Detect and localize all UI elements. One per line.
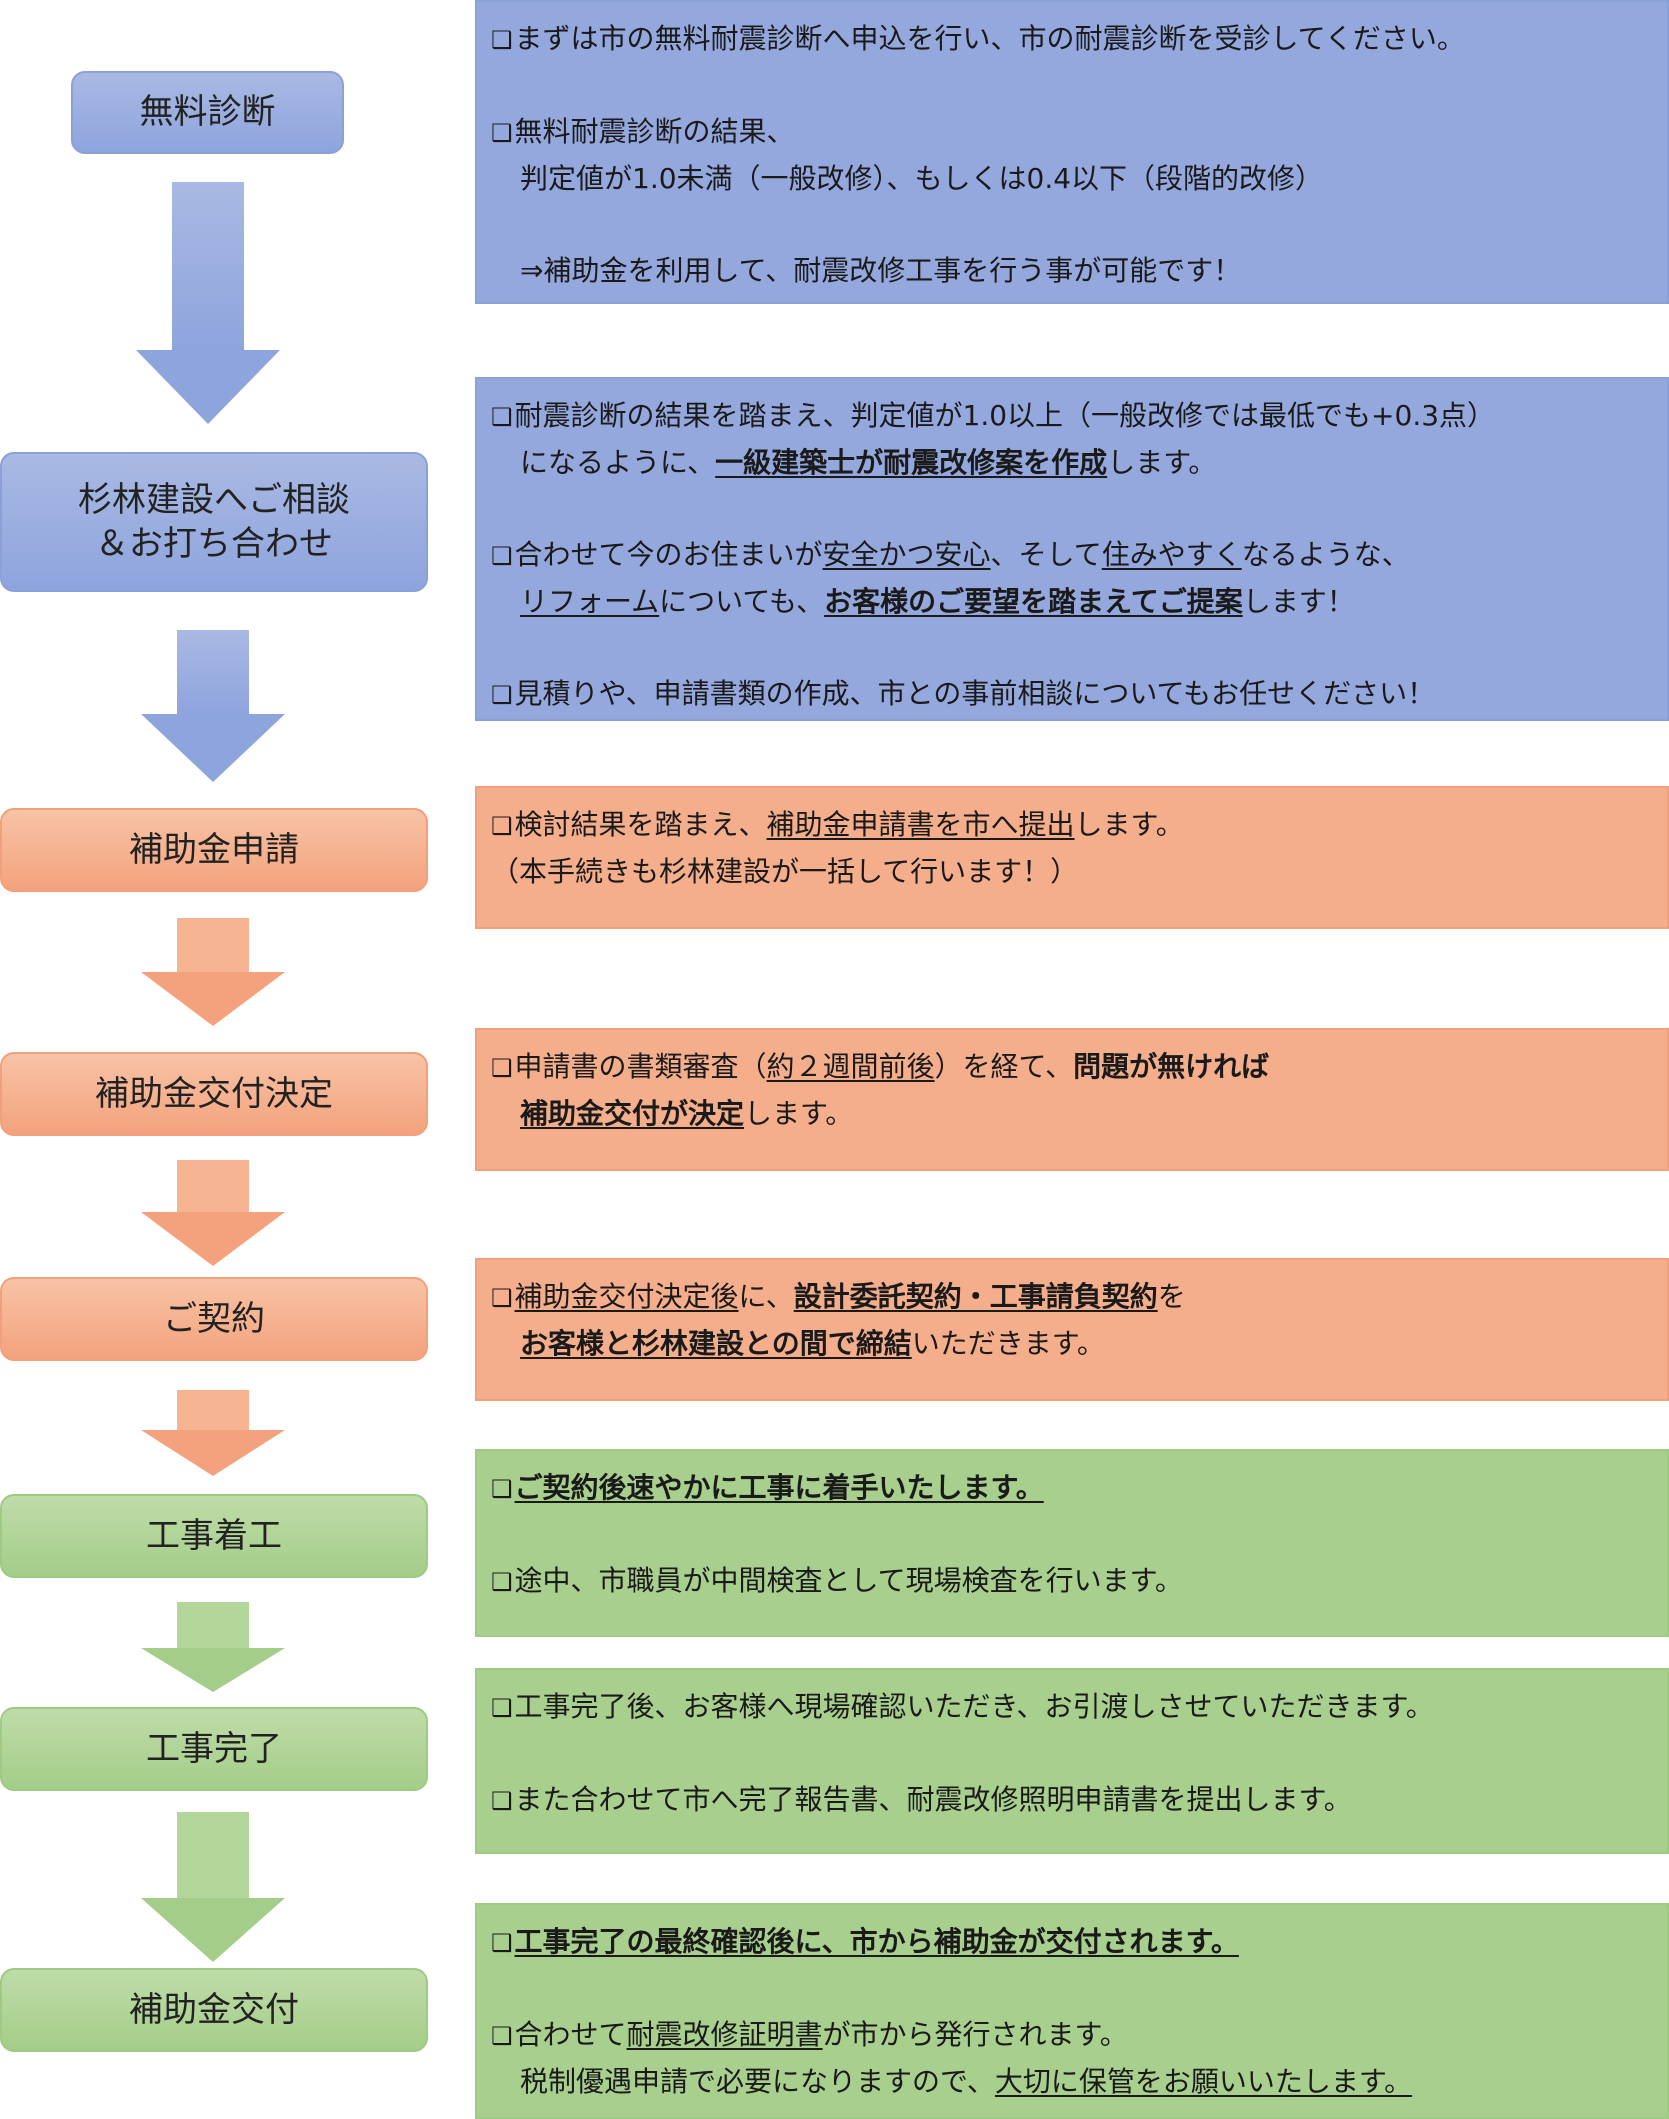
panel-subsidy-application: ❑検討結果を踏まえ、補助金申請書を市へ提出します。 （本手続きも杉林建設が一括し… <box>475 786 1669 929</box>
panel-construction-start: ❑ご契約後速やかに工事に着手いたします。 ❑途中、市職員が中間検査として現場検査… <box>475 1449 1669 1637</box>
list-item: ⇒補助金を利用して、耐震改修工事を行う事が可能です！ <box>520 254 1242 287</box>
step-construction-complete: 工事完了 <box>0 1707 428 1791</box>
down-arrow-icon <box>141 1812 285 1962</box>
list-item: ❑申請書の書類審査（約２週間前後）を経て、問題が無ければ <box>491 1050 1270 1083</box>
list-item: ❑見積りや、申請書類の作成、市との事前相談についてもお任せください！ <box>491 677 1436 710</box>
panel-consultation: ❑耐震診断の結果を踏まえ、判定値が1.0以上（一般改修では最低でも+0.3点） … <box>475 377 1669 721</box>
down-arrow-icon <box>136 182 280 424</box>
panel-free-diagnosis: ❑まずは市の無料耐震診断へ申込を行い、市の耐震診断を受診してください。 ❑無料耐… <box>475 0 1669 304</box>
checkbox-icon: ❑ <box>491 1568 513 1596</box>
checkbox-icon: ❑ <box>491 1054 513 1082</box>
list-item: ❑まずは市の無料耐震診断へ申込を行い、市の耐震診断を受診してください。 <box>491 22 1465 55</box>
checkbox-icon: ❑ <box>491 1284 513 1312</box>
step-subsidy-grant: 補助金交付 <box>0 1968 428 2052</box>
list-item: リフォームについても、お客様のご要望を踏まえてご提案します！ <box>520 585 1355 618</box>
down-arrow-icon <box>141 1602 285 1692</box>
checkbox-icon: ❑ <box>491 1929 513 1957</box>
checkbox-icon: ❑ <box>491 1475 513 1503</box>
list-item: ❑合わせて耐震改修証明書が市から発行されます。 <box>491 2018 1128 2051</box>
checkbox-icon: ❑ <box>491 1787 513 1815</box>
panel-construction-complete: ❑工事完了後、お客様へ現場確認いただき、お引渡しさせていただきます。 ❑また合わ… <box>475 1668 1669 1854</box>
checkbox-icon: ❑ <box>491 26 513 54</box>
down-arrow-icon <box>141 630 285 782</box>
panel-subsidy-decision: ❑申請書の書類審査（約２週間前後）を経て、問題が無ければ 補助金交付が決定します… <box>475 1028 1669 1171</box>
list-item: ❑耐震診断の結果を踏まえ、判定値が1.0以上（一般改修では最低でも+0.3点） <box>491 399 1496 432</box>
checkbox-icon: ❑ <box>491 681 513 709</box>
step-subsidy-decision: 補助金交付決定 <box>0 1052 428 1136</box>
list-item: 補助金交付が決定します。 <box>520 1097 854 1130</box>
checkbox-icon: ❑ <box>491 812 513 840</box>
list-item: お客様と杉林建設との間で締結いただきます。 <box>520 1327 1105 1360</box>
list-item: ❑無料耐震診断の結果、 <box>491 115 795 148</box>
checkbox-icon: ❑ <box>491 1694 513 1722</box>
checkbox-icon: ❑ <box>491 542 513 570</box>
step-free-diagnosis: 無料診断 <box>71 71 344 154</box>
list-item: ❑また合わせて市へ完了報告書、耐震改修照明申請書を提出します。 <box>491 1783 1352 1816</box>
list-item: ❑途中、市職員が中間検査として現場検査を行います。 <box>491 1564 1183 1597</box>
step-consultation: 杉林建設へご相談 ＆お打ち合わせ <box>0 452 428 592</box>
down-arrow-icon <box>141 1390 285 1476</box>
checkbox-icon: ❑ <box>491 403 513 431</box>
list-item: ❑工事完了後、お客様へ現場確認いただき、お引渡しさせていただきます。 <box>491 1690 1434 1723</box>
step-construction-start: 工事着工 <box>0 1494 428 1578</box>
list-item: （本手続きも杉林建設が一括して行います！） <box>491 855 1079 888</box>
list-item: ❑検討結果を踏まえ、補助金申請書を市へ提出します。 <box>491 808 1184 841</box>
checkbox-icon: ❑ <box>491 119 513 147</box>
list-item: になるように、一級建築士が耐震改修案を作成します。 <box>520 446 1217 479</box>
panel-subsidy-grant: ❑工事完了の最終確認後に、市から補助金が交付されます。 ❑合わせて耐震改修証明書… <box>475 1903 1669 2119</box>
list-item: 税制優遇申請で必要になりますので、大切に保管をお願いいたします。 <box>520 2065 1413 2098</box>
list-item: ❑工事完了の最終確認後に、市から補助金が交付されます。 <box>491 1925 1239 1958</box>
checkbox-icon: ❑ <box>491 2022 513 2050</box>
step-subsidy-application: 補助金申請 <box>0 808 428 892</box>
step-contract: ご契約 <box>0 1277 428 1361</box>
panel-contract: ❑補助金交付決定後に、設計委託契約・工事請負契約を お客様と杉林建設との間で締結… <box>475 1258 1669 1401</box>
list-item: 判定値が1.0未満（一般改修）、もしくは0.4以下（段階的改修） <box>520 162 1324 195</box>
list-item: ❑補助金交付決定後に、設計委託契約・工事請負契約を <box>491 1280 1186 1313</box>
down-arrow-icon <box>141 918 285 1026</box>
list-item: ❑合わせて今のお住まいが安全かつ安心、そして住みやすくなるような、 <box>491 538 1410 571</box>
list-item: ❑ご契約後速やかに工事に着手いたします。 <box>491 1471 1044 1504</box>
down-arrow-icon <box>141 1160 285 1266</box>
